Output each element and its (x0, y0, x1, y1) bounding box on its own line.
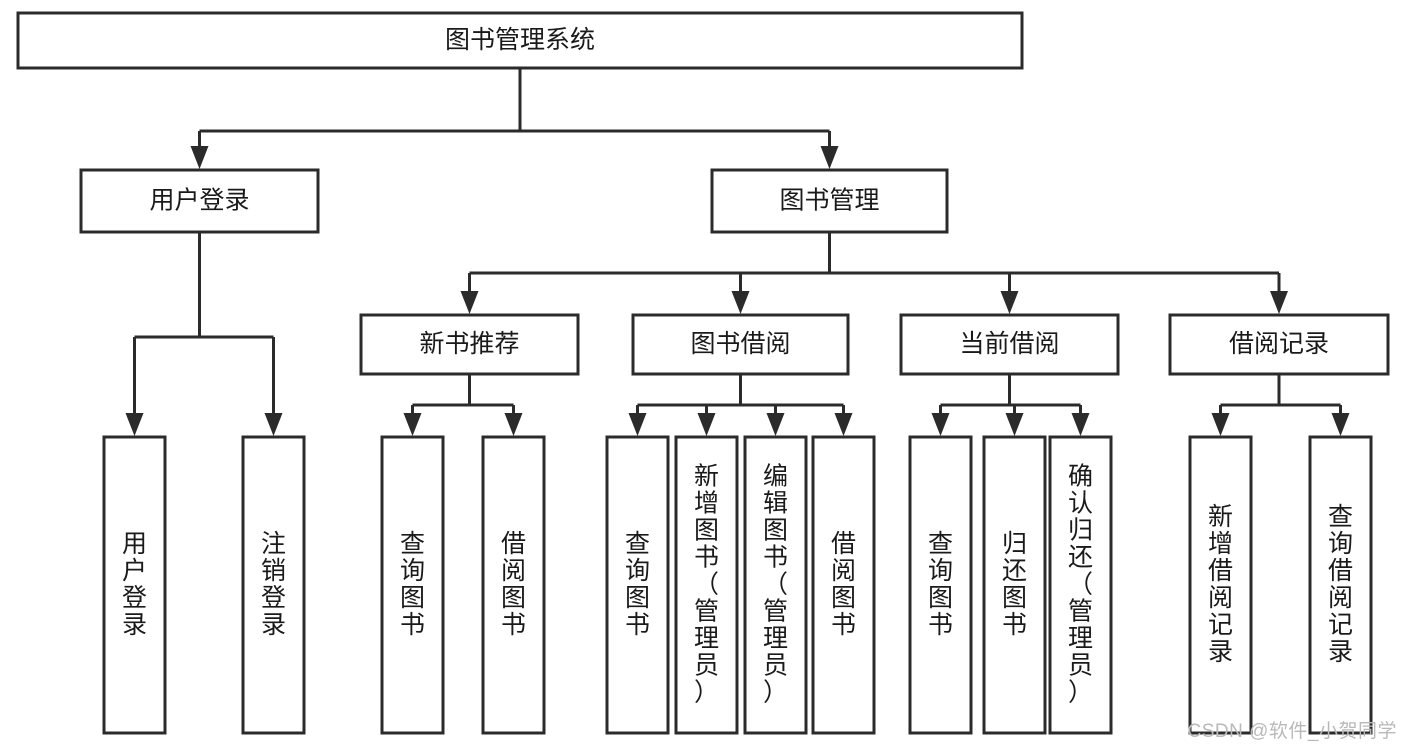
node-book-manage[interactable]: 图书管理 (710, 168, 949, 234)
node-box-borrow-record[interactable] (1168, 313, 1390, 376)
node-leaf-edit-book[interactable]: 编辑图书（管理员） (743, 435, 808, 735)
node-box-new-book-rec[interactable] (359, 313, 580, 376)
node-current-borrow[interactable]: 当前借阅 (899, 313, 1120, 376)
node-label-borrow-record: 借阅记录 (1229, 330, 1329, 358)
node-label-new-book-rec: 新书推荐 (419, 330, 519, 358)
node-label-leaf-user-login: 用户登录 (122, 530, 147, 639)
node-root[interactable]: 图书管理系统 (16, 11, 1024, 70)
node-label-leaf-add-book: 新增图书（管理员） (694, 463, 719, 707)
node-box-leaf-confirm-return[interactable] (1048, 435, 1113, 735)
node-label-user-login: 用户登录 (149, 187, 249, 215)
connector-group-new-book-rec (403, 374, 523, 436)
node-label-leaf-borrow-book-rec: 借阅图书 (501, 530, 526, 639)
watermark-label: CSDN @软件_小贺同学 (1187, 721, 1397, 742)
node-box-current-borrow[interactable] (899, 313, 1120, 376)
node-label-leaf-query-book-c: 查询图书 (928, 530, 953, 639)
connector-group-borrow-record (1211, 374, 1350, 436)
node-label-leaf-return-book: 归还图书 (1002, 530, 1027, 639)
node-book-borrow[interactable]: 图书借阅 (631, 313, 850, 376)
node-box-root[interactable] (16, 11, 1024, 70)
node-leaf-logout[interactable]: 注销登录 (241, 435, 306, 735)
connector-layer (125, 68, 1350, 436)
node-label-leaf-query-record: 查询借阅记录 (1328, 503, 1353, 666)
node-box-leaf-query-book-b[interactable] (605, 435, 670, 735)
node-box-leaf-logout[interactable] (241, 435, 306, 735)
node-box-book-manage[interactable] (710, 168, 949, 234)
node-label-leaf-logout: 注销登录 (261, 530, 286, 639)
connector-group-book-borrow (628, 374, 853, 436)
node-box-leaf-return-book[interactable] (982, 435, 1047, 735)
node-label-leaf-query-book-rec: 查询图书 (400, 530, 425, 639)
node-leaf-query-record[interactable]: 查询借阅记录 (1308, 435, 1373, 735)
node-box-leaf-query-record[interactable] (1308, 435, 1373, 735)
node-box-leaf-add-record[interactable] (1188, 435, 1253, 735)
node-label-leaf-confirm-return: 确认归还（管理员） (1068, 463, 1093, 707)
node-leaf-query-book-rec[interactable]: 查询图书 (380, 435, 445, 735)
node-layer: 图书管理系统用户登录图书管理新书推荐图书借阅当前借阅借阅记录用户登录注销登录查询… (16, 11, 1390, 735)
node-label-book-manage: 图书管理 (779, 187, 879, 215)
node-box-leaf-borrow-book-b[interactable] (811, 435, 876, 735)
node-leaf-add-book[interactable]: 新增图书（管理员） (674, 435, 739, 735)
node-box-leaf-borrow-book-rec[interactable] (481, 435, 546, 735)
node-leaf-return-book[interactable]: 归还图书 (982, 435, 1047, 735)
node-leaf-query-book-c[interactable]: 查询图书 (908, 435, 973, 735)
node-label-leaf-add-record: 新增借阅记录 (1208, 503, 1233, 666)
node-box-leaf-query-book-c[interactable] (908, 435, 973, 735)
node-box-user-login[interactable] (79, 168, 320, 234)
node-leaf-borrow-book-b[interactable]: 借阅图书 (811, 435, 876, 735)
node-label-leaf-query-book-b: 查询图书 (625, 530, 650, 639)
node-box-leaf-user-login[interactable] (102, 435, 167, 735)
node-leaf-add-record[interactable]: 新增借阅记录 (1188, 435, 1253, 735)
node-leaf-user-login[interactable]: 用户登录 (102, 435, 167, 735)
node-label-leaf-edit-book: 编辑图书（管理员） (763, 463, 788, 707)
node-label-leaf-borrow-book-b: 借阅图书 (831, 530, 856, 639)
node-label-book-borrow: 图书借阅 (690, 330, 790, 358)
node-box-leaf-edit-book[interactable] (743, 435, 808, 735)
node-box-book-borrow[interactable] (631, 313, 850, 376)
connector-group-root (190, 68, 839, 169)
node-borrow-record[interactable]: 借阅记录 (1168, 313, 1390, 376)
connector-group-book-manage (460, 232, 1288, 314)
node-user-login[interactable]: 用户登录 (79, 168, 320, 234)
node-leaf-confirm-return[interactable]: 确认归还（管理员） (1048, 435, 1113, 735)
node-label-root: 图书管理系统 (445, 26, 595, 54)
node-new-book-rec[interactable]: 新书推荐 (359, 313, 580, 376)
node-box-leaf-query-book-rec[interactable] (380, 435, 445, 735)
node-leaf-query-book-b[interactable]: 查询图书 (605, 435, 670, 735)
connector-group-current-borrow (931, 374, 1090, 436)
node-leaf-borrow-book-rec[interactable]: 借阅图书 (481, 435, 546, 735)
node-label-current-borrow: 当前借阅 (959, 330, 1059, 358)
connector-group-user-login (125, 232, 283, 436)
node-box-leaf-add-book[interactable] (674, 435, 739, 735)
